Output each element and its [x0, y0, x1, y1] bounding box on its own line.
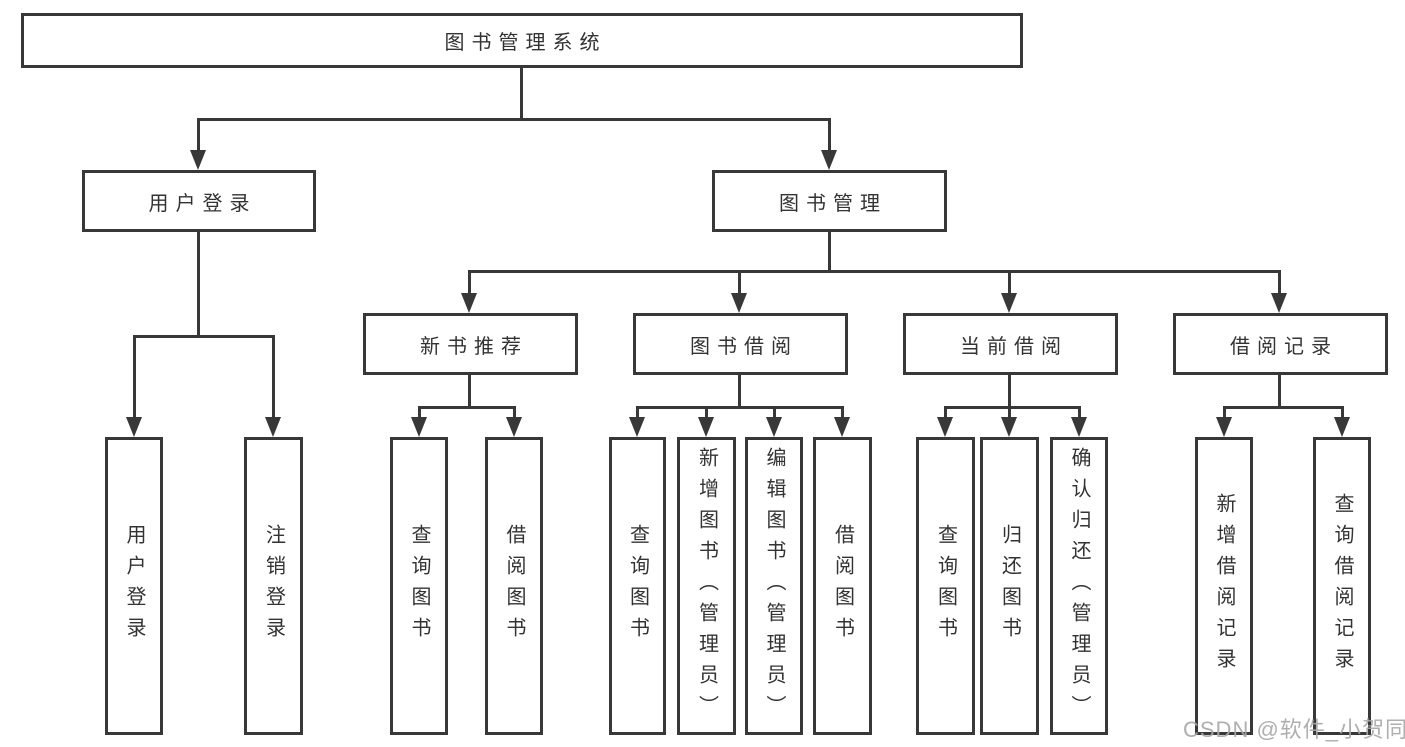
- node-label: 新增借阅记录: [1213, 493, 1235, 679]
- leaf-confirm-return-admin: 确认归还（管理员）: [1050, 437, 1108, 735]
- connector-line: [944, 406, 1081, 409]
- connector-line: [1078, 406, 1081, 419]
- connector-line: [1223, 406, 1344, 409]
- arrowhead-icon: [766, 417, 782, 437]
- arrowhead-icon: [126, 417, 142, 437]
- node-label: 归还图书: [998, 524, 1021, 648]
- node-label: 借阅图书: [831, 524, 854, 648]
- connector-line: [636, 406, 844, 409]
- node-label: 注销登录: [262, 524, 285, 648]
- leaf-return-books: 归还图书: [980, 437, 1039, 735]
- node-label: 图书管理: [779, 192, 887, 215]
- arrowhead-icon: [1071, 417, 1087, 437]
- leaf-borrow-books-recommend: 借阅图书: [485, 437, 543, 735]
- connector-line: [197, 232, 200, 338]
- arrowhead-icon: [1334, 417, 1350, 437]
- connector-line: [1008, 406, 1011, 419]
- node-borrowing-records: 借阅记录: [1173, 313, 1388, 375]
- node-book-borrowing: 图书借阅: [633, 313, 848, 375]
- connector-line: [636, 406, 639, 419]
- leaf-logout: 注销登录: [244, 437, 303, 735]
- arrowhead-icon: [731, 293, 747, 313]
- arrowhead-icon: [698, 417, 714, 437]
- arrowhead-icon: [1271, 293, 1287, 313]
- connector-line: [133, 335, 136, 419]
- node-label: 查询图书: [934, 524, 957, 648]
- connector-line: [1223, 406, 1226, 419]
- leaf-query-books-recommend: 查询图书: [390, 437, 448, 735]
- connector-line: [1008, 375, 1011, 408]
- leaf-add-books-admin: 新增图书（管理员）: [677, 437, 736, 735]
- arrowhead-icon: [834, 417, 850, 437]
- node-new-book-recommendation: 新书推荐: [363, 313, 578, 375]
- connector-line: [773, 406, 776, 419]
- node-user-login: 用户登录: [82, 170, 316, 232]
- node-label: 新书推荐: [420, 335, 528, 358]
- leaf-edit-books-admin: 编辑图书（管理员）: [745, 437, 803, 735]
- connector-line: [828, 118, 831, 152]
- connector-line: [198, 118, 831, 121]
- connector-line: [738, 270, 741, 295]
- arrowhead-icon: [629, 417, 645, 437]
- connector-line: [468, 375, 471, 408]
- leaf-query-borrow-record: 查询借阅记录: [1313, 437, 1371, 735]
- node-label: 用户登录: [148, 192, 257, 215]
- arrowhead-icon: [190, 150, 206, 170]
- node-current-borrowing: 当前借阅: [903, 313, 1118, 375]
- node-label: 确认归还（管理员）: [1068, 446, 1090, 726]
- node-label: 借阅图书: [503, 524, 525, 648]
- csdn-watermark: CSDN @软件_小贺同学: [1183, 717, 1405, 742]
- arrowhead-icon: [821, 150, 837, 170]
- node-label: 图书借阅: [690, 335, 798, 358]
- node-label: 当前借阅: [960, 335, 1068, 358]
- node-label: 查询图书: [626, 524, 649, 648]
- arrowhead-icon: [265, 417, 281, 437]
- arrowhead-icon: [1001, 293, 1017, 313]
- connector-line: [841, 406, 844, 419]
- connector-line: [520, 68, 523, 120]
- leaf-user-login: 用户登录: [105, 437, 163, 735]
- node-label: 图书管理系统: [444, 32, 607, 54]
- connector-line: [1278, 375, 1281, 408]
- arrowhead-icon: [937, 417, 953, 437]
- node-root-library-system: 图书管理系统: [21, 13, 1023, 68]
- leaf-query-books-current: 查询图书: [916, 437, 975, 735]
- node-label: 查询借阅记录: [1331, 493, 1353, 679]
- arrowhead-icon: [1001, 417, 1017, 437]
- connector-line: [513, 406, 516, 419]
- connector-line: [468, 270, 471, 295]
- connector-line: [468, 270, 1281, 273]
- leaf-add-borrow-record: 新增借阅记录: [1195, 437, 1253, 735]
- connector-line: [133, 335, 275, 338]
- leaf-query-books-borrowing: 查询图书: [609, 437, 666, 735]
- leaf-borrow-books: 借阅图书: [813, 437, 872, 735]
- connector-line: [828, 232, 831, 273]
- connector-line: [197, 118, 200, 152]
- connector-line: [944, 406, 947, 419]
- connector-line: [272, 335, 275, 419]
- connector-line: [1008, 270, 1011, 295]
- connector-line: [418, 406, 516, 409]
- connector-line: [738, 375, 741, 408]
- node-label: 新增图书（管理员）: [695, 446, 718, 726]
- arrowhead-icon: [1216, 417, 1232, 437]
- node-label: 借阅记录: [1230, 335, 1338, 358]
- arrowhead-icon: [506, 417, 522, 437]
- arrowhead-icon: [411, 417, 427, 437]
- connector-line: [1341, 406, 1344, 419]
- node-label: 用户登录: [123, 524, 145, 648]
- arrowhead-icon: [461, 293, 477, 313]
- node-label: 查询图书: [408, 524, 430, 648]
- node-book-management: 图书管理: [712, 170, 947, 232]
- node-label: 编辑图书（管理员）: [763, 446, 785, 726]
- connector-line: [418, 406, 421, 419]
- connector-line: [1278, 270, 1281, 295]
- connector-line: [705, 406, 708, 419]
